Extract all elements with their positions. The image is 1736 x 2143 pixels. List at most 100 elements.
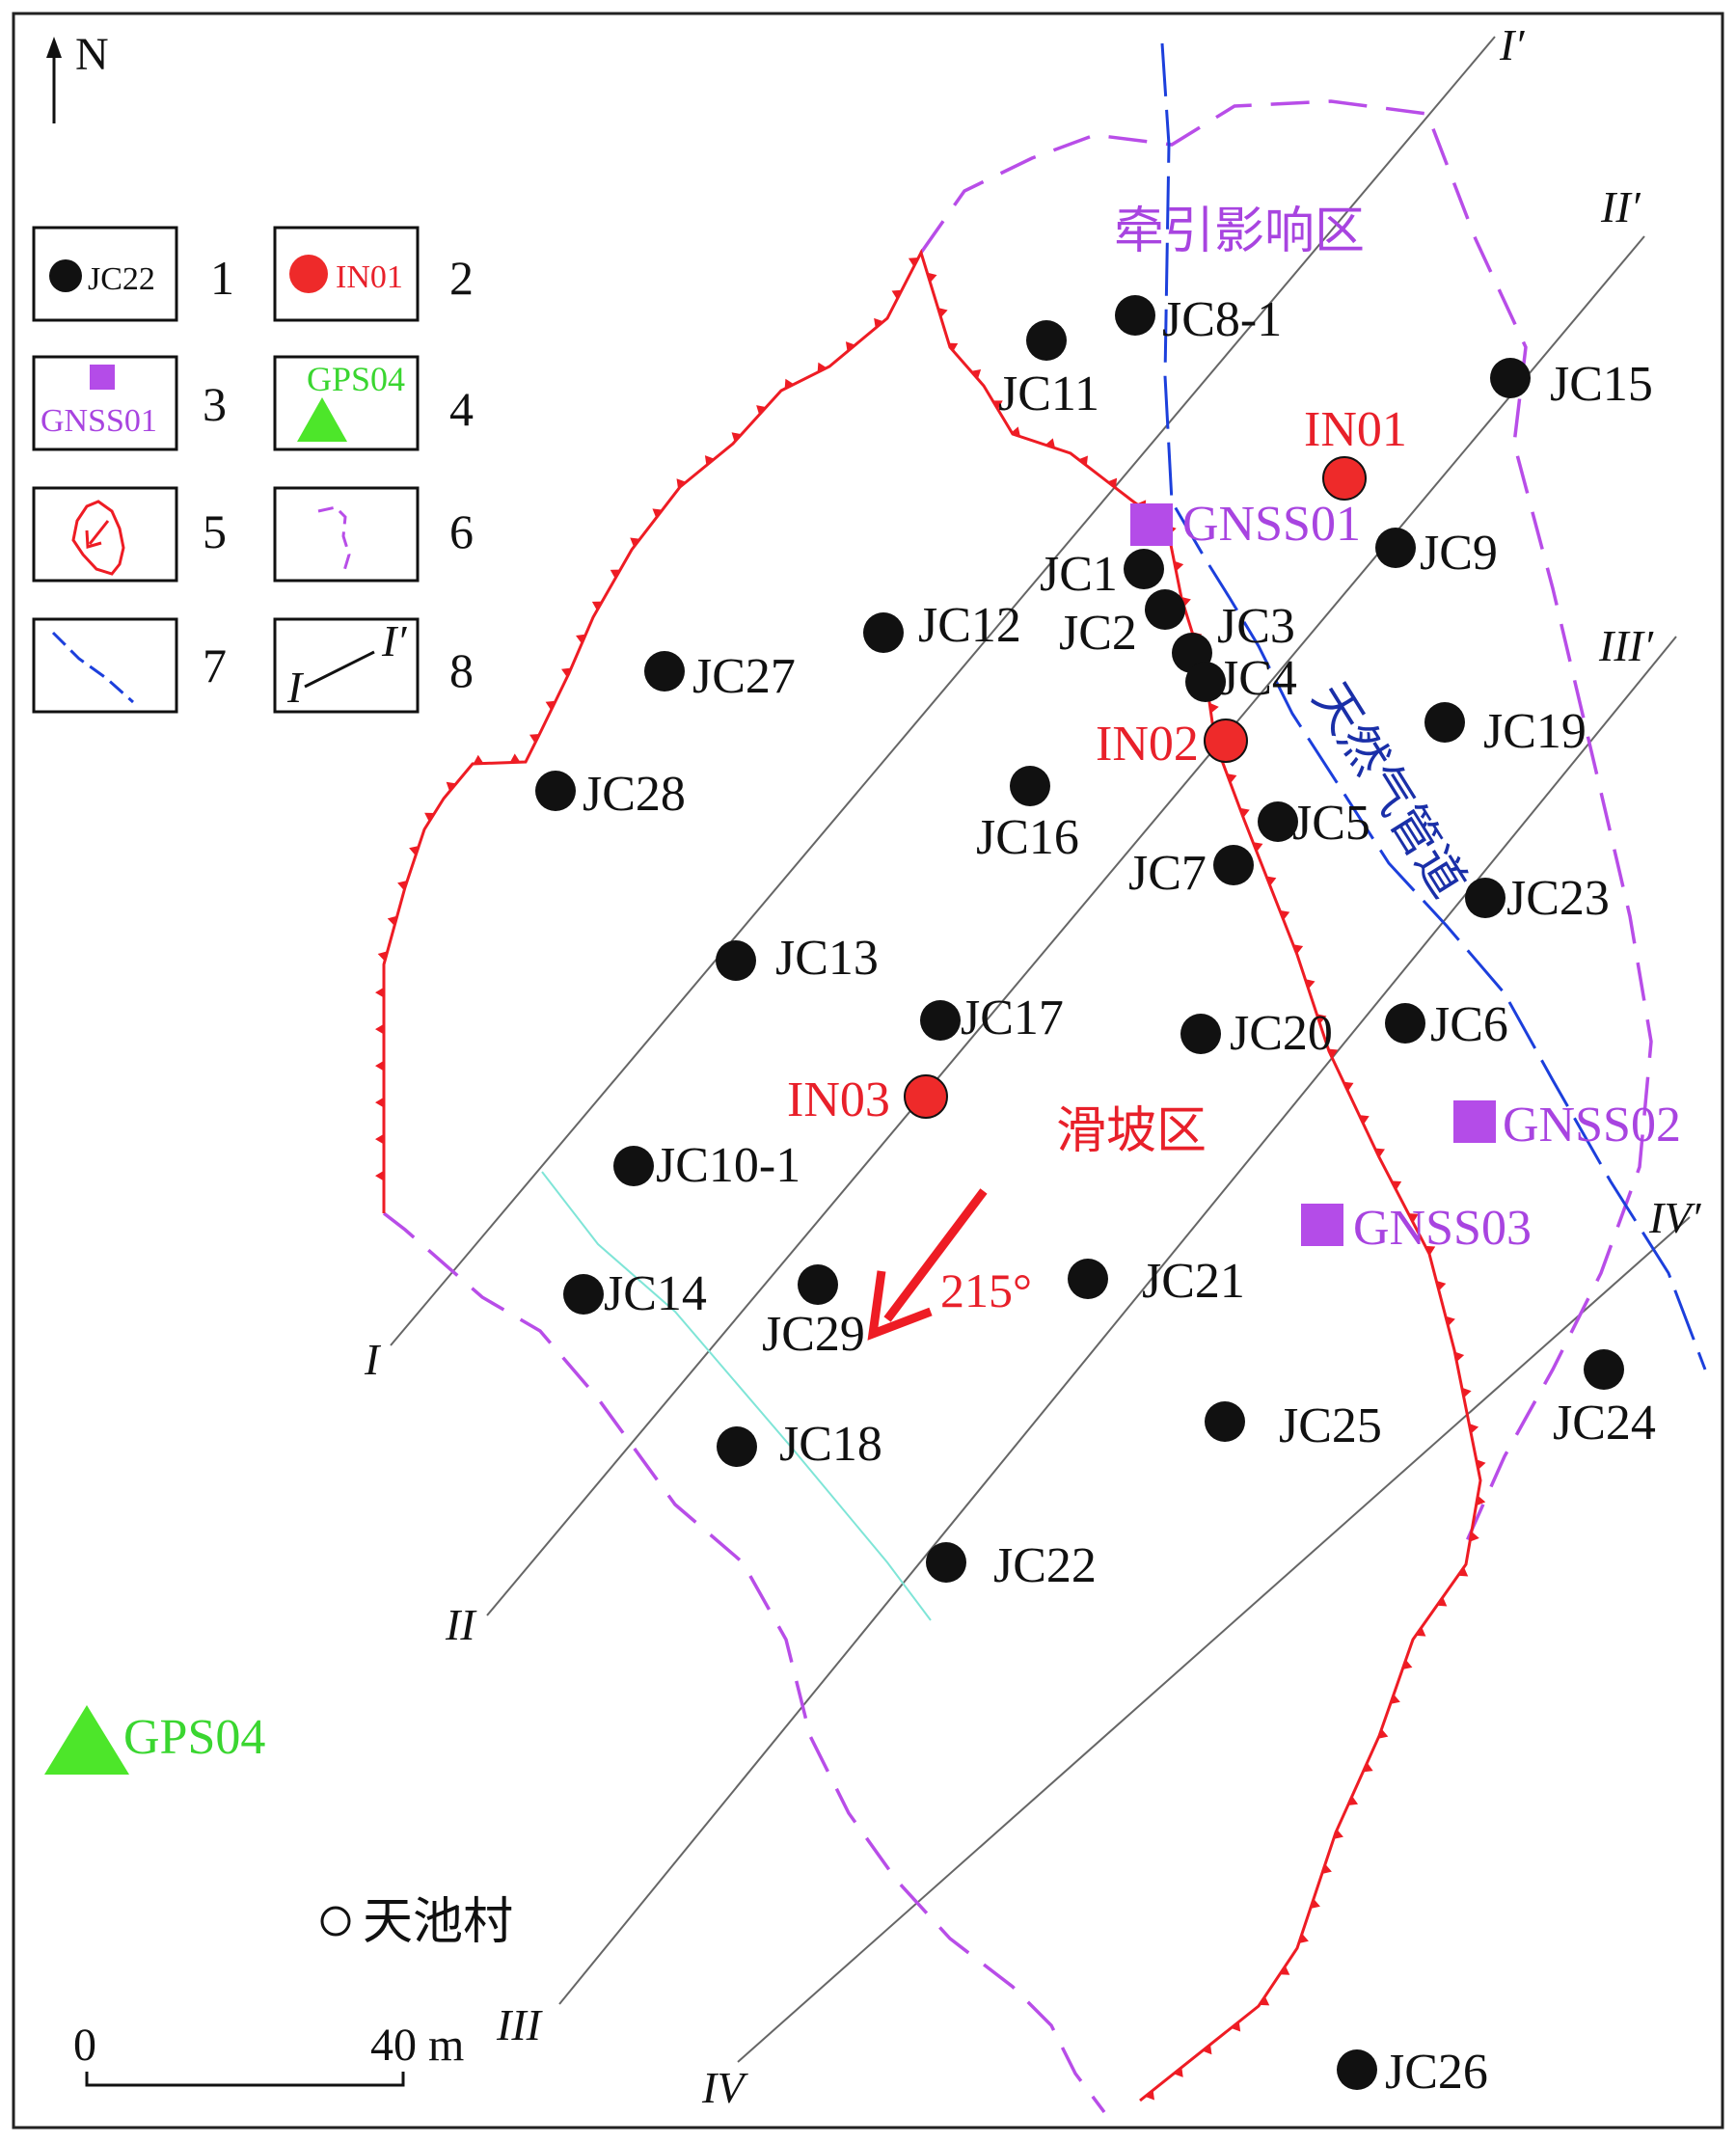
traction-zone-label: 牵引影响区 (1114, 204, 1365, 259)
point-jc16[interactable] (1010, 766, 1050, 806)
point-jc15[interactable] (1490, 358, 1531, 398)
scale-bar-line (85, 2072, 405, 2087)
boundary-tick-icon (652, 508, 663, 519)
boundary-tick-icon (1333, 1829, 1343, 1839)
section-label-II-start: II (445, 1600, 477, 1649)
label-in01: IN01 (1304, 402, 1407, 457)
label-gps04: GPS04 (123, 1710, 265, 1765)
boundary-tick-icon (1279, 1966, 1290, 1975)
jc-points: JC8-1 JC11 JC15 JC9 JC1 JC2 JC3 JC4 JC12… (535, 292, 1656, 2100)
label-jc18: JC18 (779, 1417, 882, 1472)
point-jc5[interactable] (1258, 801, 1298, 842)
traction-zone-boundary (382, 99, 1653, 2114)
legend-jc-point-icon (49, 259, 82, 292)
boundary-tick-icon (1253, 842, 1263, 853)
point-jc13[interactable] (716, 940, 756, 981)
point-jc10-1[interactable] (613, 1146, 654, 1186)
label-jc7: JC7 (1128, 846, 1207, 901)
boundary-tick-icon (1202, 2044, 1212, 2055)
legend-sample-2: IN01 (336, 259, 403, 295)
boundary-tick-icon (704, 455, 715, 466)
section-lines (390, 36, 1691, 2063)
boundary-tick-icon (375, 1060, 384, 1072)
boundary-tick-icon (1347, 1796, 1359, 1805)
boundary-tick-icon (1461, 1387, 1472, 1398)
point-jc25[interactable] (1205, 1401, 1245, 1442)
point-jc24[interactable] (1584, 1349, 1624, 1390)
point-jc2[interactable] (1145, 589, 1185, 630)
boundary-tick-icon (561, 667, 572, 678)
boundary-tick-icon (908, 258, 919, 267)
legend-box-5 (32, 486, 178, 583)
boundary-tick-icon (1391, 1180, 1402, 1190)
point-jc26[interactable] (1337, 2049, 1377, 2090)
boundary-tick-icon (927, 272, 937, 283)
legend-box-4 (273, 355, 420, 451)
stream-line (541, 1171, 932, 1621)
point-in03[interactable] (904, 1074, 948, 1119)
boundary-tick-icon (1305, 979, 1316, 990)
label-jc22: JC22 (993, 1538, 1097, 1593)
point-jc4[interactable] (1185, 662, 1226, 702)
point-jc8-1[interactable] (1115, 295, 1155, 336)
boundary-tick-icon (731, 432, 742, 443)
point-jc12[interactable] (863, 612, 904, 653)
legend-number-6: 6 (449, 504, 474, 558)
point-jc18[interactable] (717, 1426, 757, 1467)
point-jc19[interactable] (1424, 702, 1465, 743)
point-gps04[interactable] (44, 1705, 129, 1775)
point-jc17[interactable] (920, 1000, 961, 1041)
point-jc14[interactable] (563, 1274, 604, 1315)
boundary-tick-icon (377, 951, 388, 962)
section-label-I-start: I (364, 1335, 382, 1384)
point-jc6[interactable] (1385, 1003, 1425, 1044)
label-jc13: JC13 (775, 931, 879, 986)
point-jc9[interactable] (1375, 528, 1416, 568)
boundary-tick-icon (992, 400, 1003, 410)
village-label: 天池村 (363, 1895, 513, 1950)
point-jc27[interactable] (644, 651, 685, 692)
point-jc1[interactable] (1124, 549, 1164, 589)
boundary-tick-icon (473, 754, 484, 764)
boundary-tick-icon (845, 341, 855, 352)
boundary-tick-icon (375, 987, 384, 998)
point-gnss01[interactable] (1130, 503, 1173, 546)
point-jc23[interactable] (1465, 878, 1505, 918)
boundary-tick-icon (1402, 1659, 1413, 1670)
point-gnss02[interactable] (1453, 1100, 1496, 1143)
point-gnss03[interactable] (1301, 1204, 1343, 1246)
boundary-tick-icon (397, 881, 408, 891)
north-arrow: N (46, 29, 109, 123)
boundary-tick-icon (1454, 1351, 1465, 1363)
boundary-tick-icon (784, 378, 795, 390)
movement-arrow-shaft-icon (883, 1188, 988, 1322)
boundary-tick-icon (1378, 1728, 1389, 1739)
boundary-tick-icon (676, 478, 687, 489)
section-label-IV-end: IV′ (1648, 1193, 1701, 1242)
boundary-tick-icon (1476, 1495, 1486, 1506)
point-jc11[interactable] (1026, 320, 1067, 361)
point-jc29[interactable] (798, 1264, 838, 1305)
label-jc28: JC28 (583, 767, 686, 822)
village-marker: 天池村 (320, 1895, 513, 1950)
point-jc21[interactable] (1068, 1259, 1108, 1299)
point-jc22[interactable] (926, 1542, 966, 1583)
point-in02[interactable] (1204, 719, 1248, 763)
point-jc7[interactable] (1213, 845, 1254, 885)
boundary-tick-icon (1457, 1566, 1469, 1577)
label-jc6: JC6 (1430, 997, 1508, 1052)
boundary-tick-icon (1107, 477, 1118, 489)
boundary-tick-icon (1279, 909, 1290, 920)
boundary-tick-icon (1476, 1459, 1486, 1470)
legend-gnss-icon (90, 365, 115, 390)
label-in03: IN03 (787, 1072, 890, 1127)
legend-landslide-arrow-icon (88, 520, 110, 545)
label-jc16: JC16 (976, 810, 1079, 865)
point-jc20[interactable] (1180, 1014, 1221, 1054)
point-jc28[interactable] (535, 771, 576, 811)
point-in01[interactable] (1322, 456, 1367, 501)
boundary-tick-icon (545, 700, 556, 711)
boundary-tick-icon (1298, 1933, 1309, 1944)
label-jc1: JC1 (1040, 547, 1118, 602)
boundary-tick-icon (970, 369, 982, 380)
